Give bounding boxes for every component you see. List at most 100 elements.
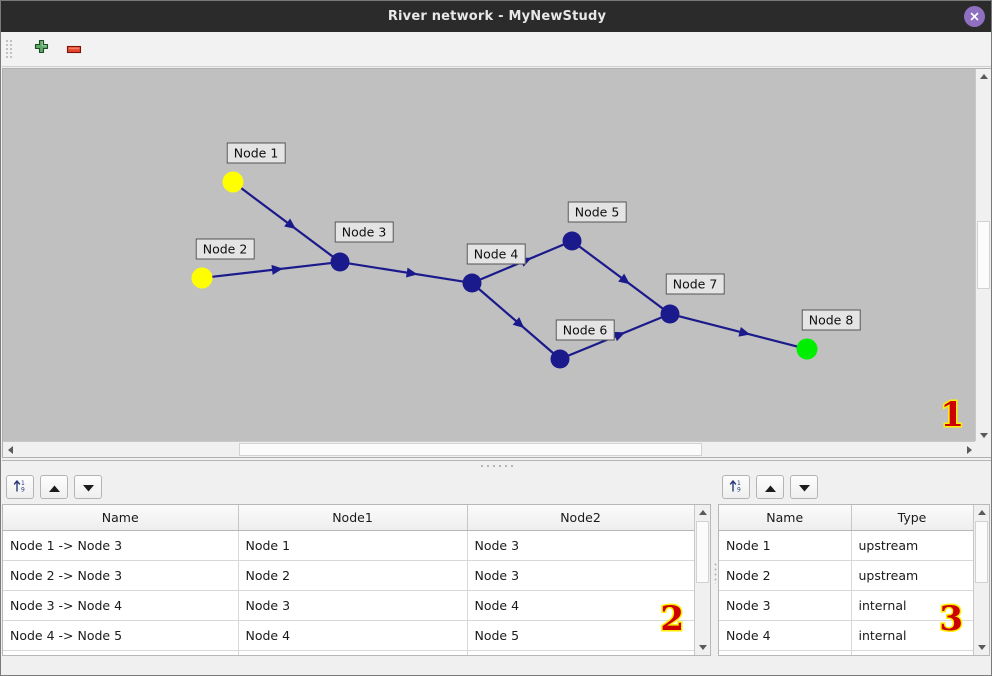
- nodes-move-up-button[interactable]: [756, 475, 784, 499]
- table-cell[interactable]: upstream: [851, 530, 974, 561]
- graph-node-node-8[interactable]: [796, 338, 818, 360]
- delete-node-button[interactable]: [61, 36, 87, 62]
- graph-hscroll-thumb[interactable]: [239, 443, 702, 456]
- graph-node-label[interactable]: Node 1: [226, 142, 286, 164]
- graph-node-label[interactable]: Node 8: [801, 309, 861, 331]
- table-cell[interactable]: Node 5: [467, 620, 695, 651]
- table-cell[interactable]: [238, 650, 468, 655]
- graph-node-node-3[interactable]: [330, 252, 350, 272]
- edge-arrow-icon: [284, 218, 296, 230]
- table-cell[interactable]: upstream: [851, 560, 974, 591]
- annotation-marker-1: 1: [939, 394, 966, 437]
- table-row[interactable]: [719, 650, 974, 655]
- graph-vertical-scrollbar[interactable]: [975, 69, 991, 443]
- table-cell[interactable]: Node 4: [719, 620, 852, 651]
- edge-arrow-icon: [405, 267, 418, 278]
- table-cell[interactable]: Node 2: [719, 560, 852, 591]
- graph-edge[interactable]: [348, 262, 464, 283]
- scroll-up-button[interactable]: [976, 69, 991, 84]
- graph-edge[interactable]: [210, 261, 332, 279]
- nodes-table-scrollbar[interactable]: [973, 505, 989, 655]
- column-header[interactable]: Node2: [467, 505, 695, 531]
- reaches-sort-button[interactable]: 1 9: [6, 475, 34, 499]
- table-cell[interactable]: Node 3 -> Node 4: [3, 590, 239, 621]
- main-toolbar: [2, 32, 991, 67]
- graph-node-label[interactable]: Node 4: [466, 243, 526, 265]
- graph-node-node-1[interactable]: [222, 171, 244, 193]
- table-cell[interactable]: Node 2: [238, 560, 468, 591]
- table-cell[interactable]: Node 1 -> Node 3: [3, 530, 239, 561]
- table-cell[interactable]: [851, 650, 974, 655]
- graph-node-node-5[interactable]: [562, 231, 582, 251]
- add-node-button[interactable]: [28, 36, 54, 62]
- scroll-left-button[interactable]: [3, 442, 18, 457]
- scroll-down-button[interactable]: [695, 640, 710, 655]
- table-cell[interactable]: internal: [851, 590, 974, 621]
- reaches-move-up-button[interactable]: [40, 475, 68, 499]
- graph-node-label[interactable]: Node 3: [334, 221, 394, 243]
- graph-edge[interactable]: [567, 316, 663, 357]
- column-header[interactable]: Name: [3, 505, 239, 531]
- network-graph-view[interactable]: Node 1 Node 2 Node 3 Node 4 Node 5 Node 6 Node…: [2, 68, 991, 458]
- table-cell[interactable]: Node 4 -> Node 5: [3, 620, 239, 651]
- column-header[interactable]: Type: [851, 505, 974, 531]
- graph-edge[interactable]: [678, 315, 799, 348]
- reaches-table-scrollbar[interactable]: [694, 505, 710, 655]
- graph-node-node-6[interactable]: [550, 349, 570, 369]
- close-icon[interactable]: [964, 6, 985, 27]
- table-cell[interactable]: [719, 650, 852, 655]
- reaches-vscroll-thumb[interactable]: [696, 521, 709, 583]
- scroll-down-button[interactable]: [974, 640, 989, 655]
- nodes-move-down-button[interactable]: [790, 475, 818, 499]
- table-cell[interactable]: Node 3: [238, 590, 468, 621]
- toolbar-drag-handle[interactable]: [5, 39, 14, 59]
- horizontal-splitter[interactable]: [2, 460, 991, 470]
- graph-edge[interactable]: [239, 186, 334, 258]
- table-cell[interactable]: Node 2 -> Node 3: [3, 560, 239, 591]
- table-row[interactable]: [3, 650, 695, 655]
- table-cell[interactable]: [467, 650, 695, 655]
- table-cell[interactable]: Node 1: [238, 530, 468, 561]
- table-cell[interactable]: Node 4: [467, 590, 695, 621]
- network-graph-canvas[interactable]: [3, 69, 976, 442]
- table-cell[interactable]: Node 3: [467, 530, 695, 561]
- column-header[interactable]: Node1: [238, 505, 468, 531]
- graph-vscroll-thumb[interactable]: [977, 221, 990, 289]
- scroll-down-button[interactable]: [976, 428, 991, 443]
- graph-node-node-7[interactable]: [660, 304, 680, 324]
- table-cell[interactable]: internal: [851, 620, 974, 651]
- nodes-sort-button[interactable]: 1 9: [722, 475, 750, 499]
- scroll-up-button[interactable]: [695, 505, 710, 520]
- graph-horizontal-scrollbar[interactable]: [3, 441, 977, 457]
- reaches-move-down-button[interactable]: [74, 475, 102, 499]
- graph-node-label[interactable]: Node 5: [567, 201, 627, 223]
- table-cell[interactable]: [3, 650, 239, 655]
- graph-node-node-4[interactable]: [462, 273, 482, 293]
- graph-edge[interactable]: [578, 245, 664, 310]
- table-cell[interactable]: Node 4: [238, 620, 468, 651]
- graph-node-node-2[interactable]: [191, 267, 213, 289]
- nodes-vscroll-thumb[interactable]: [975, 521, 988, 583]
- table-cell[interactable]: Node 1: [719, 530, 852, 561]
- column-header[interactable]: Name: [719, 505, 852, 531]
- vertical-splitter[interactable]: [713, 470, 718, 675]
- graph-node-label[interactable]: Node 7: [665, 273, 725, 295]
- scroll-up-button[interactable]: [974, 505, 989, 520]
- graph-node-label[interactable]: Node 6: [555, 319, 615, 341]
- scroll-right-button[interactable]: [962, 442, 977, 457]
- table-cell[interactable]: Node 3: [467, 560, 695, 591]
- table-cell[interactable]: Node 3: [719, 590, 852, 621]
- graph-node-label[interactable]: Node 2: [195, 238, 255, 260]
